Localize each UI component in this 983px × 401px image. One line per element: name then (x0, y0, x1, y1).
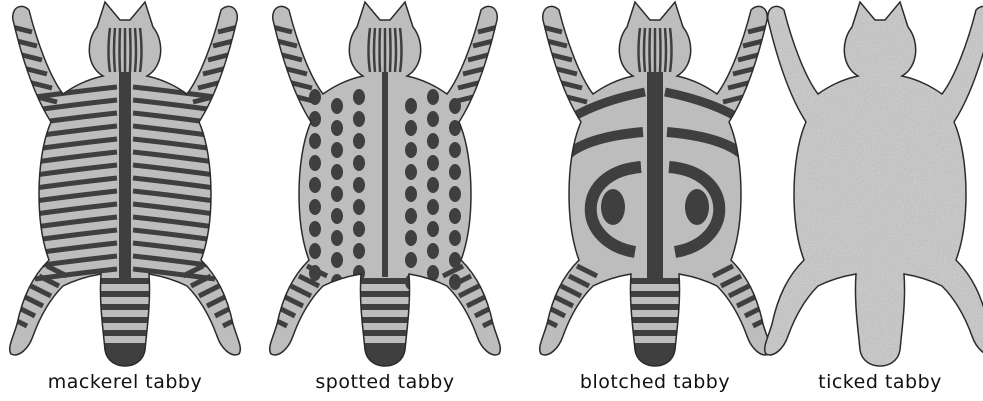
head-stripe (114, 28, 115, 72)
head-stripe (650, 28, 651, 72)
spot (405, 252, 417, 268)
spot (427, 221, 439, 237)
tail-ring (361, 304, 409, 310)
spot (449, 186, 461, 202)
tail-ring (361, 291, 409, 297)
head-stripe (120, 28, 121, 72)
spot (427, 89, 439, 105)
spot (427, 133, 439, 149)
ticked-texture (765, 2, 983, 366)
spine-line (382, 72, 388, 277)
tail-ring (631, 330, 679, 336)
spot (405, 208, 417, 224)
head-stripe (395, 28, 396, 72)
pattern-label-ticked: ticked tabby (818, 371, 942, 393)
spot (353, 155, 365, 171)
tail-ring (631, 317, 679, 323)
spot (353, 133, 365, 149)
bullseye-center (601, 189, 625, 225)
spot (449, 164, 461, 180)
spot (331, 208, 343, 224)
spot (449, 142, 461, 158)
spot (331, 164, 343, 180)
spot (427, 111, 439, 127)
spot (331, 252, 343, 268)
spot (427, 199, 439, 215)
head-stripe (374, 28, 375, 72)
cat-panel-spotted: spotted tabby (267, 2, 503, 393)
spot (405, 142, 417, 158)
spot (353, 199, 365, 215)
spot (405, 120, 417, 136)
spot (405, 98, 417, 114)
tail-ring (101, 291, 149, 297)
spot (353, 111, 365, 127)
cat-pelt-ticked (765, 2, 983, 366)
spot (353, 177, 365, 193)
spot (427, 155, 439, 171)
spot (353, 89, 365, 105)
head-stripe (660, 28, 661, 72)
spot (331, 230, 343, 246)
head-stripe (644, 28, 645, 72)
tail-ring (631, 278, 679, 284)
tail-ring (101, 330, 149, 336)
tail-ring (631, 291, 679, 297)
pattern-label-blotched: blotched tabby (580, 371, 730, 393)
spot (405, 186, 417, 202)
tail-ring (101, 317, 149, 323)
head-stripe (390, 28, 391, 72)
tail-ring (361, 330, 409, 336)
head-stripe (135, 28, 136, 72)
tail-ring (361, 317, 409, 323)
cat-panel-blotched: blotched tabby (537, 2, 773, 393)
spot (353, 221, 365, 237)
spot (331, 186, 343, 202)
head-stripe (665, 28, 666, 72)
spot (449, 208, 461, 224)
spot (427, 177, 439, 193)
spot (309, 133, 321, 149)
cat-pelt-blotched (537, 2, 773, 368)
spot (309, 221, 321, 237)
spot (309, 111, 321, 127)
tail-ring (361, 278, 409, 284)
cat-panel-ticked: ticked tabby (765, 2, 983, 393)
cat-panel-mackerel: mackerel tabby (7, 2, 243, 393)
spot (405, 164, 417, 180)
spot (405, 230, 417, 246)
spine-stripe (119, 72, 131, 282)
cat-pelt-spotted (267, 2, 503, 368)
pattern-label-mackerel: mackerel tabby (48, 371, 202, 393)
cat-pelt-mackerel (7, 2, 243, 368)
tail-ring (101, 304, 149, 310)
head-stripe (380, 28, 381, 72)
tail-ring (631, 304, 679, 310)
bullseye-center (685, 189, 709, 225)
head-stripe (130, 28, 131, 72)
spot (309, 155, 321, 171)
spot (331, 98, 343, 114)
pattern-label-spotted: spotted tabby (315, 371, 454, 393)
tail-ring (101, 278, 149, 284)
spot (427, 243, 439, 259)
spot (449, 230, 461, 246)
spot (309, 199, 321, 215)
spot (331, 120, 343, 136)
spine-stripe (647, 72, 663, 282)
spot (309, 177, 321, 193)
spot (331, 142, 343, 158)
spot (353, 243, 365, 259)
spot (309, 243, 321, 259)
